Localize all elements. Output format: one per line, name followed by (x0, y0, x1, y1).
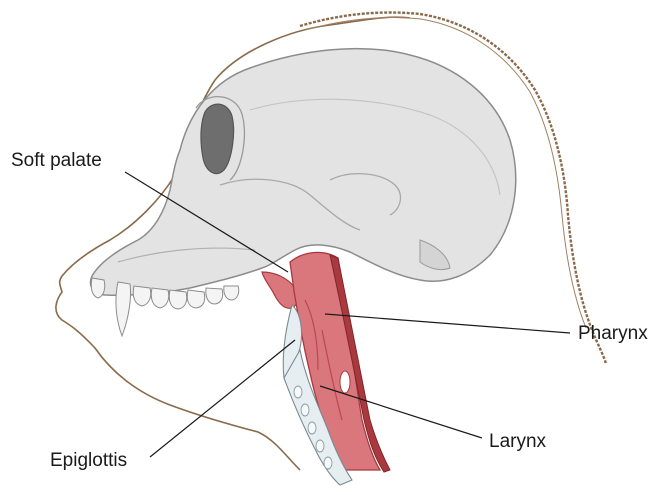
label-pharynx: Pharynx (578, 323, 648, 344)
epiglottis-leader (150, 340, 295, 457)
label-larynx: Larynx (489, 431, 547, 452)
pharynx-leader (325, 314, 570, 333)
pharynx-tube (290, 252, 380, 470)
label-epiglottis: Epiglottis (50, 450, 127, 471)
label-soft-palate: Soft palate (11, 150, 102, 171)
vocal-opening (340, 371, 350, 393)
